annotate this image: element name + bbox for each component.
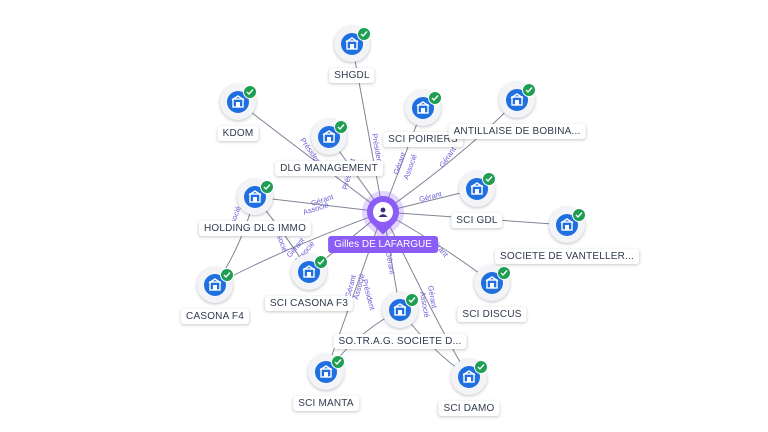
check-icon (314, 255, 328, 269)
building-icon (556, 214, 578, 236)
edge-sci-poiriers (382, 107, 424, 213)
edge-label-gerant: Gérant (426, 285, 439, 310)
check-icon (572, 208, 586, 222)
building-icon (244, 186, 266, 208)
check-icon (331, 355, 345, 369)
check-icon (260, 180, 274, 194)
node-label: CASONA F4 (181, 309, 249, 324)
node-label: DLG MANAGEMENT (275, 161, 383, 176)
check-icon (334, 120, 348, 134)
check-icon (497, 266, 511, 280)
person-icon (373, 202, 393, 222)
node-label: SCI DISCUS (457, 307, 527, 322)
building-icon (466, 178, 488, 200)
node-label: SCI DAMO (438, 401, 500, 416)
check-icon (220, 268, 234, 282)
node-label: SCI POIRIERS (383, 132, 463, 147)
node-label: SOCIETE DE VANTELLER... (495, 249, 639, 264)
edge-kdom (237, 101, 384, 213)
building-icon (412, 97, 434, 119)
check-icon (428, 91, 442, 105)
node-label: SCI MANTA (293, 396, 359, 411)
edge-label-gerant: Gérant (384, 251, 397, 276)
node-label: SO.TR.A.G. SOCIETE D... (333, 334, 467, 349)
building-icon (315, 361, 337, 383)
edge-label-president: Président (360, 278, 377, 312)
building-icon (341, 33, 363, 55)
check-icon (243, 85, 257, 99)
node-label: HOLDING DLG IMMO (198, 221, 312, 236)
node-label: SCI CASONA F3 (264, 296, 354, 311)
building-icon (458, 366, 480, 388)
check-icon (482, 172, 496, 186)
check-icon (357, 27, 371, 41)
node-label: SHGDL (329, 68, 375, 83)
check-icon (405, 293, 419, 307)
building-icon (204, 274, 226, 296)
check-icon (522, 83, 536, 97)
building-icon (389, 299, 411, 321)
edge-holding-dlg-immo (254, 196, 384, 213)
building-icon (318, 126, 340, 148)
node-label: SCI GDL (451, 213, 503, 228)
building-icon (227, 91, 249, 113)
edge-label-gerant: Gérant (418, 189, 443, 204)
node-label: ANTILLAISE DE BOBINA... (448, 124, 586, 139)
check-icon (474, 360, 488, 374)
building-icon (506, 89, 528, 111)
building-icon (481, 272, 503, 294)
node-label: KDOM (217, 126, 259, 141)
edge-label-associe: Associé (418, 291, 431, 318)
building-icon (298, 261, 320, 283)
center-label: Gilles DE LAFARGUE (328, 236, 438, 253)
